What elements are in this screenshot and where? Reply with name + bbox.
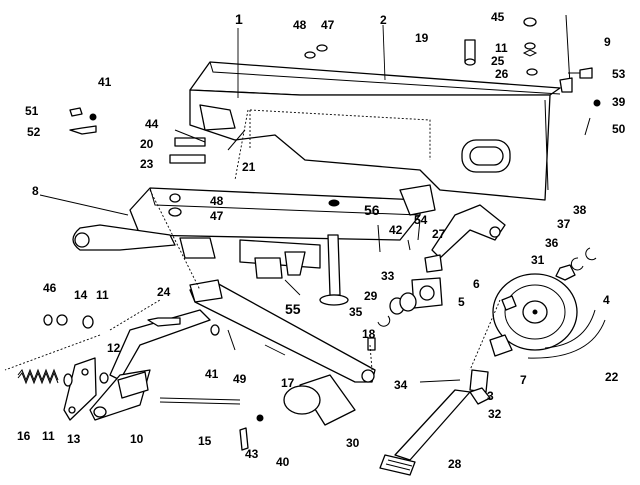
carrier-plate-part	[72, 184, 436, 279]
label-part-30: 30	[346, 436, 360, 450]
label-part-12: 12	[107, 341, 121, 355]
label-part-7: 7	[520, 373, 527, 387]
label-part-36: 36	[545, 236, 559, 250]
spring-part	[17, 368, 59, 385]
label-part-27: 27	[432, 227, 446, 241]
label-part-39: 39	[612, 95, 626, 109]
label-part-16: 16	[17, 429, 31, 443]
label-part-45: 45	[491, 10, 505, 24]
label-part-1: 1	[235, 11, 243, 27]
label-part-5: 5	[458, 295, 465, 309]
label-part-47-top: 47	[321, 18, 335, 32]
label-part-13: 13	[67, 432, 81, 446]
main-frame-part	[189, 61, 561, 201]
small-plate-part	[63, 357, 97, 421]
leader-lines	[39, 24, 386, 356]
label-part-42: 42	[389, 223, 403, 237]
label-part-14: 14	[74, 288, 88, 302]
rod-part	[159, 397, 241, 405]
label-part-49: 49	[233, 372, 247, 386]
bracket-arm-part	[431, 204, 506, 259]
label-part-53: 53	[612, 67, 626, 81]
mast-post-part	[319, 234, 349, 306]
label-part-18: 18	[362, 327, 376, 341]
label-part-21: 21	[242, 160, 256, 174]
label-part-24: 24	[157, 285, 171, 299]
label-part-6: 6	[473, 277, 480, 291]
label-part-11-top: 11	[495, 41, 508, 55]
label-part-31: 31	[531, 253, 545, 267]
label-part-2: 2	[380, 13, 387, 27]
label-part-32: 32	[488, 407, 502, 421]
label-part-35: 35	[349, 305, 363, 319]
label-part-44: 44	[145, 117, 159, 131]
fasteners	[43, 14, 601, 451]
label-part-51: 51	[25, 104, 39, 118]
flange-plate-part	[411, 254, 443, 309]
label-part-23: 23	[140, 157, 154, 171]
label-part-50: 50	[612, 122, 626, 136]
label-part-46: 46	[43, 281, 57, 295]
label-part-11-bottom: 11	[42, 429, 55, 443]
label-part-26: 26	[495, 67, 509, 81]
label-part-43: 43	[245, 447, 259, 461]
label-part-22: 22	[605, 370, 619, 384]
lower-lever-part	[89, 309, 211, 421]
label-part-29: 29	[364, 289, 378, 303]
label-part-17: 17	[281, 376, 295, 390]
washers-rings	[377, 247, 597, 327]
label-part-33: 33	[381, 269, 395, 283]
connecting-arm-part	[189, 279, 376, 383]
label-part-4: 4	[603, 293, 610, 307]
label-part-47-mid: 47	[210, 209, 224, 223]
label-part-52: 52	[27, 125, 41, 139]
label-part-10: 10	[130, 432, 144, 446]
drive-shaft-part	[379, 369, 491, 476]
label-part-34: 34	[394, 378, 408, 392]
label-part-28: 28	[448, 457, 462, 471]
label-part-11-left: 11	[96, 288, 109, 302]
label-part-54: 54	[414, 213, 428, 227]
label-part-48-top: 48	[293, 18, 307, 32]
label-part-48-mid: 48	[210, 194, 224, 208]
label-part-41-mid: 41	[205, 367, 219, 381]
label-part-19: 19	[415, 31, 429, 45]
label-part-25: 25	[491, 54, 505, 68]
cylinder-part	[283, 374, 356, 426]
label-part-40: 40	[276, 455, 290, 469]
label-part-20: 20	[140, 137, 154, 151]
label-part-37: 37	[557, 217, 571, 231]
dashed-guides	[4, 109, 501, 371]
label-part-3: 3	[487, 389, 494, 403]
label-part-38: 38	[573, 203, 587, 217]
label-part-15: 15	[198, 434, 212, 448]
label-part-8: 8	[32, 184, 39, 198]
label-part-55: 55	[285, 301, 301, 317]
label-part-41-top: 41	[98, 75, 112, 89]
pulley-assembly-part	[489, 273, 606, 359]
part-number-labels: 1 2 3 4 5 6 7 8 9 10 11 11 11 12 13 14 1…	[17, 10, 626, 471]
label-part-56: 56	[364, 202, 380, 218]
label-part-9: 9	[604, 35, 611, 49]
